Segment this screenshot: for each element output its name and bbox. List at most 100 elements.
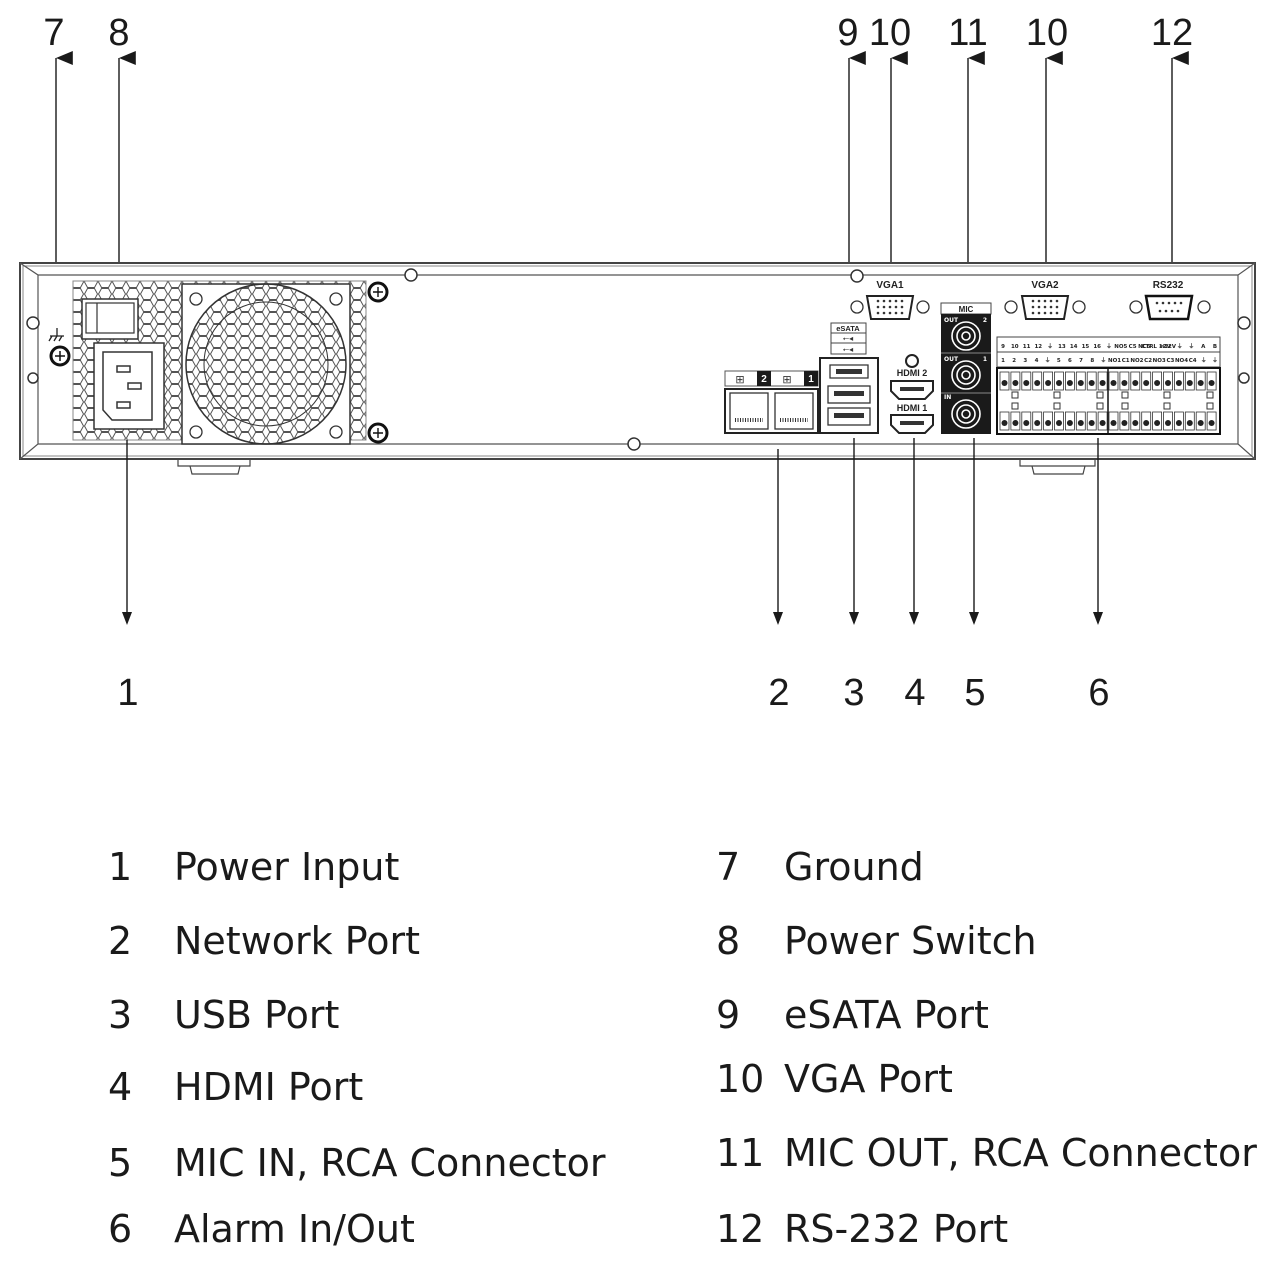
alarm-terminal-label: 5 [1057,358,1061,364]
connector-pin [1167,301,1171,305]
callout-4: 4 [904,672,925,714]
terminal-screw [1088,380,1095,386]
alarm-terminal-label: ⏚ [1212,357,1218,364]
legend-label: Network Port [174,919,421,963]
terminal-screw [1012,380,1019,386]
connector-pin [1049,305,1053,309]
bottom-callouts: 1 2 3 4 5 6 [117,672,1109,714]
legend-number: 9 [716,993,741,1037]
terminal-screw [1175,380,1182,386]
alarm-terminal-label: 10 [1011,344,1019,350]
terminal-screw [1023,380,1030,386]
rs232-port[interactable] [1129,294,1211,321]
connector-pin [876,305,880,309]
terminal-latch [1206,402,1214,410]
connector-pin [1031,311,1035,315]
alarm-terminal-label: ⏚ [1189,343,1195,350]
rca-mic-out-1[interactable] [951,360,981,390]
mic-out2-num: 2 [983,317,987,324]
terminal-screw [1208,420,1215,426]
vga2-label: VGA2 [1031,280,1059,291]
alarm-terminal-label: ⎓12V [1160,344,1177,350]
alarm-terminal-label: 6 [1068,358,1072,364]
fan-grille [181,283,351,445]
alarm-terminal-label: NO5 [1114,344,1127,350]
connector-pin [876,311,880,315]
terminal-screw [1132,380,1139,386]
legend-label: eSATA Port [784,993,989,1037]
terminal-screw [1099,420,1106,426]
connector-pin [1170,309,1174,313]
alarm-terminal-label: 1 [1001,358,1005,364]
connector-pin [1049,311,1053,315]
legend-label: HDMI Port [174,1065,364,1109]
alarm-terminal-label: 2 [1012,358,1016,364]
callout-9: 9 [837,12,858,54]
lan-port-1[interactable] [774,392,814,430]
legend-number: 7 [716,845,741,889]
rca-mic-out-2[interactable] [951,321,981,351]
callout-10a: 10 [869,12,911,54]
connector-pin [1158,309,1162,313]
terminal-latch [1163,402,1171,410]
rear-panel-diagram: 7 8 9 10 11 10 12 [19,12,1256,714]
esata-usb-block: eSATA ⭠◂ ⭠◂ [819,322,879,434]
connector-pin [1176,309,1180,313]
connector-pin [882,305,886,309]
connector-pin [894,311,898,315]
callout-7: 7 [43,12,64,54]
legend-label: Power Input [174,845,400,889]
connector-pin [894,299,898,303]
legend-number: 6 [108,1207,133,1251]
callout-1: 1 [117,672,138,714]
terminal-screw [1066,380,1073,386]
connector-pin [1037,311,1041,315]
connector-pin [1164,309,1168,313]
terminal-screw [1045,420,1052,426]
terminal-latch [1053,391,1061,399]
connector-pin [1031,299,1035,303]
alarm-terminal-label: ⏚ [1101,357,1107,364]
terminal-latch [1121,391,1129,399]
connector-pin [1055,305,1059,309]
vga1-label: VGA1 [876,280,904,291]
connector-pin [882,299,886,303]
terminal-screw [1175,420,1182,426]
connector-pin [888,311,892,315]
alarm-terminal-label: 15 [1082,344,1090,350]
legend-label: MIC OUT, RCA Connector [784,1131,1257,1175]
rca-mic-in[interactable] [951,399,981,429]
terminal-screw [1088,420,1095,426]
connector-pin [900,299,904,303]
callout-10b: 10 [1026,12,1068,54]
legend-label: RS-232 Port [784,1207,1009,1251]
legend-number: 2 [108,919,133,963]
mic-out1-label: OUT [944,356,959,363]
callout-3: 3 [843,672,864,714]
esata-label: eSATA [836,324,860,333]
alarm-terminal-label: 14 [1070,344,1078,350]
mic-out2-label: OUT [944,317,959,324]
legend-number: 8 [716,919,741,963]
alarm-terminal-label: C1 [1122,358,1130,364]
connector-pin [1155,301,1159,305]
terminal-screw [1165,380,1171,386]
hdmi-1-label: HDMI 1 [897,403,928,413]
bottom-leader-lines [126,438,1099,612]
lan-port-2[interactable] [729,392,769,430]
mic-in-label: IN [944,394,951,401]
terminal-screw [1197,420,1204,426]
legend-number: 12 [716,1207,765,1251]
mic-label: MIC [959,305,974,314]
alarm-terminal-label: 8 [1090,358,1094,364]
terminal-screw [1034,420,1041,426]
terminal-screw [1001,420,1008,426]
hdmi-ports: HDMI 2 HDMI 1 [890,354,934,434]
bottom-arrowheads [122,612,1103,625]
connector-pin [1037,305,1041,309]
terminal-screw [1154,380,1161,386]
alarm-terminal-label: 16 [1093,344,1101,350]
alarm-terminal-label: C4 [1189,358,1197,364]
terminal-latch [1096,402,1104,410]
